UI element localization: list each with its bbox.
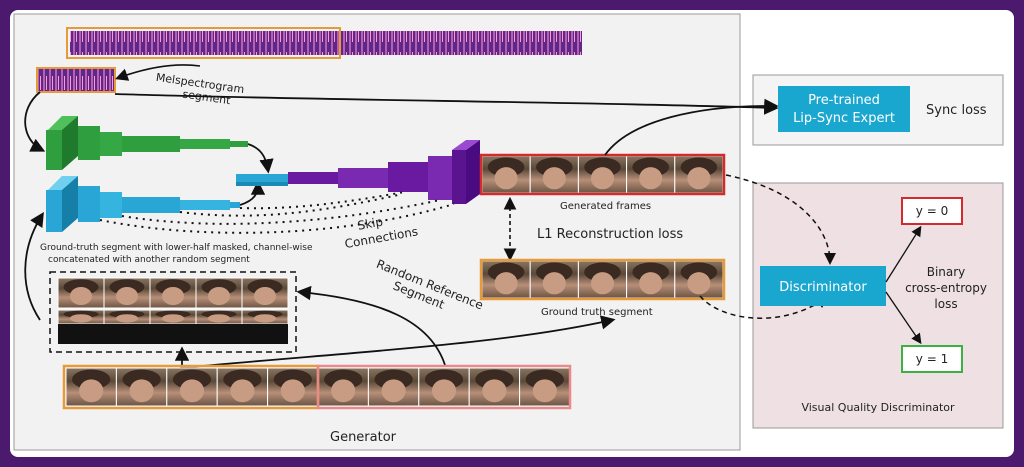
discriminator-label: Discriminator [779, 280, 867, 295]
face-skin [161, 287, 185, 305]
skip-label-1: Skip [356, 215, 384, 233]
arrow-to-melspec-segment [114, 64, 201, 81]
reference-frames-row [57, 277, 289, 309]
arrow-generated-to-sync [604, 98, 779, 156]
video-strip-window-pink [316, 364, 572, 410]
y1-label: y = 1 [916, 352, 948, 366]
face-skin [687, 167, 711, 190]
sync-expert-box[interactable] [778, 86, 910, 132]
face-skin [482, 379, 507, 403]
generator-label: Generator [330, 430, 397, 445]
face-skin [69, 314, 93, 323]
face-skin [639, 272, 663, 295]
melspectrogram-segment [36, 67, 116, 93]
face-skin [207, 314, 231, 323]
arrow-to-audio-encoder [24, 91, 46, 152]
l1-loss-label: L1 Reconstruction loss [537, 227, 683, 242]
face-skin [494, 167, 518, 190]
gt-frames-row [481, 260, 724, 299]
generated-frames-row [481, 155, 724, 194]
generated-frames-border [479, 153, 726, 196]
face-decoder [236, 140, 480, 204]
sync-expert-label-2: Lip-Sync Expert [793, 111, 895, 126]
arrow-gt-to-discriminator [699, 295, 829, 319]
y1-box [901, 345, 963, 373]
video-strip [65, 367, 571, 407]
arrow-random-ref [296, 285, 446, 366]
lower-half-mask [58, 324, 288, 344]
gt-masked-label-2: concatenated with another random segment [48, 255, 250, 265]
arrow-to-y0 [885, 225, 922, 283]
face-skin [494, 272, 518, 295]
face-skin [115, 314, 139, 323]
arrow-to-sync-expert [114, 93, 779, 115]
face-skin [280, 379, 305, 403]
sync-loss-label: Sync loss [926, 103, 987, 118]
input-stack-box [49, 271, 297, 353]
face-skin [179, 379, 205, 403]
generated-frames-label: Generated frames [560, 201, 651, 212]
face-skin [79, 379, 104, 403]
skip-connections [99, 191, 455, 234]
face-skin [253, 314, 277, 323]
visual-quality-label: Visual Quality Discriminator [801, 401, 955, 414]
face-skin [115, 287, 139, 305]
arrow-to-gt-segment [179, 315, 616, 369]
face-skin [687, 272, 711, 295]
face-skin [639, 167, 663, 190]
face-skin [69, 287, 93, 305]
face-skin [207, 287, 231, 305]
gt-masked-label-1: Ground-truth segment with lower-half mas… [40, 243, 313, 253]
face-skin [129, 379, 154, 403]
y0-label: y = 0 [916, 204, 948, 218]
bce-label-1: Binary [927, 265, 966, 279]
bce-label-3: loss [934, 297, 957, 311]
melspectrogram-full [70, 31, 582, 55]
bce-label-2: cross-entropy [905, 281, 987, 295]
y0-box [901, 197, 963, 225]
audio-encoder [46, 116, 248, 170]
face-encoder [46, 176, 240, 232]
arrow-face-to-bottleneck [239, 180, 266, 206]
discriminator-box[interactable] [760, 266, 886, 306]
face-skin [542, 167, 566, 190]
gt-frames-border [479, 258, 726, 301]
masked-frames-row [57, 309, 289, 344]
face-skin [381, 379, 406, 403]
gt-segment-label: Ground truth segment [541, 307, 653, 318]
arrow-audio-to-bottleneck [247, 143, 274, 174]
face-skin [431, 379, 457, 403]
arrow-input-to-face-encoder [24, 211, 44, 321]
melspectrogram-window [66, 27, 341, 59]
face-skin [230, 379, 255, 403]
face-skin [590, 167, 615, 190]
face-skin [161, 314, 185, 323]
arrow-to-y1 [885, 291, 922, 345]
face-skin [331, 379, 356, 403]
face-skin [532, 379, 557, 403]
face-skin [253, 287, 277, 305]
sync-expert-label-1: Pre-trained [808, 93, 880, 108]
face-skin [590, 272, 615, 295]
face-skin [542, 272, 566, 295]
